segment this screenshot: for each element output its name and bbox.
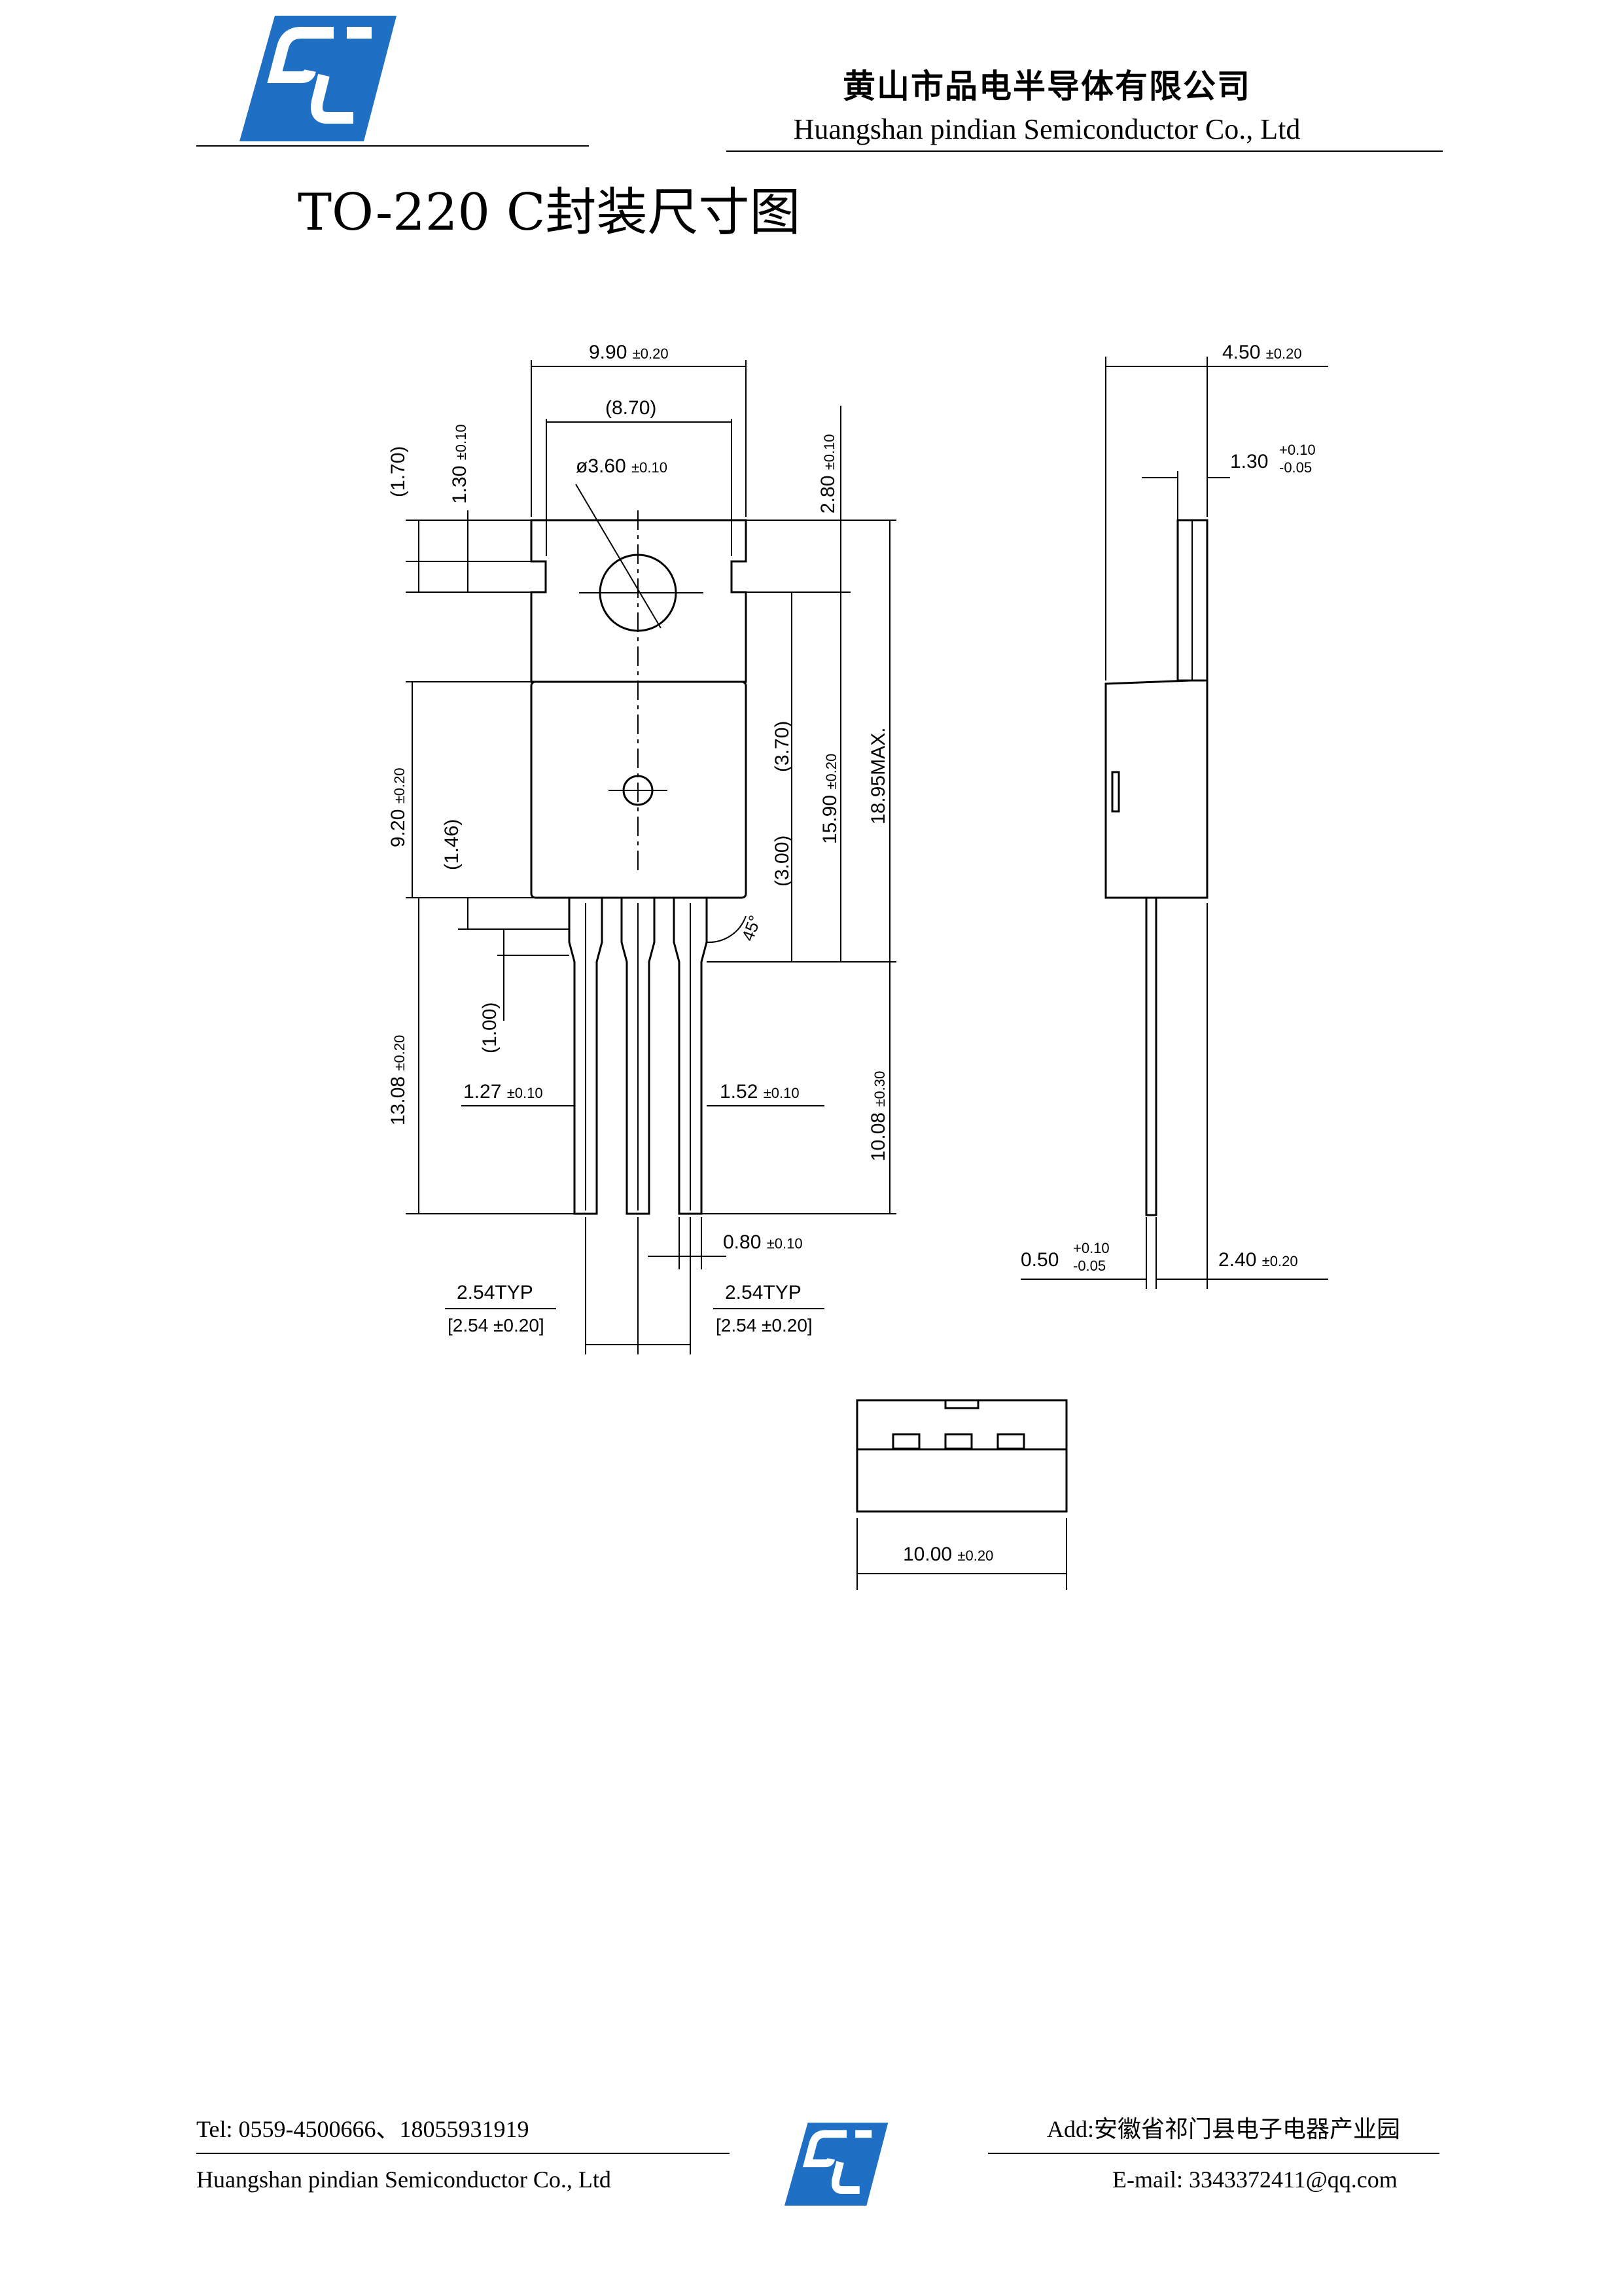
dim-lead-total: 10.08 ±0.30 (868, 1071, 889, 1161)
dim-lead-side-thickness: 0.50 (1021, 1249, 1059, 1271)
dim-body-height: 15.90 ±0.20 (819, 754, 841, 844)
dim-tab-thickness-minus: -0.05 (1279, 459, 1312, 476)
dim-lower-ref: (3.00) (771, 836, 793, 887)
dim-lead-side-plus: +0.10 (1073, 1240, 1110, 1256)
dim-lead-length: 13.08 ±0.20 (387, 1035, 409, 1125)
dim-angle: 45° (737, 913, 765, 944)
dim-bottom-width: 10.00 ±0.20 (903, 1544, 993, 1565)
company-logo (239, 16, 397, 141)
footer-rule-right (988, 2153, 1439, 2154)
dim-mold-height: 9.20 ±0.20 (387, 768, 409, 847)
footer-tel: Tel: 0559-4500666、18055931919 (196, 2116, 529, 2142)
footer-rule-left (196, 2153, 730, 2154)
dim-pitch-left: 2.54TYP (457, 1282, 533, 1303)
header-rule-left (196, 145, 589, 147)
side-view-dims (1021, 357, 1328, 1289)
footer-email: E-mail: 3343372411@qq.com (1112, 2166, 1398, 2193)
dim-body-width: 9.90 ±0.20 (589, 342, 669, 363)
header-company-en: Huangshan pindian Semiconductor Co., Ltd (793, 113, 1301, 145)
dim-lead-width-2: 1.52 ±0.10 (720, 1081, 800, 1103)
footer-logo (784, 2123, 889, 2206)
dim-notch-height: 1.30 ±0.10 (449, 424, 470, 504)
header-company-cn: 黄山市品电半导体有限公司 (843, 67, 1251, 105)
dim-top-ref: (1.70) (387, 446, 409, 497)
dim-lead-shoulder: (1.46) (441, 819, 463, 870)
dim-hole-top: 2.80 ±0.10 (817, 434, 839, 514)
dim-hole-diameter: ø3.60 ±0.10 (576, 455, 667, 477)
dim-lead-thickness: 0.80 ±0.10 (723, 1231, 803, 1253)
page-title: TO-220 C封装尺寸图 (298, 183, 801, 242)
dim-pitch-left-tol: [2.54 ±0.20] (448, 1315, 544, 1335)
dim-hole-to-body: (3.70) (771, 721, 793, 772)
dim-lead-width-1: 1.27 ±0.10 (463, 1081, 543, 1103)
bottom-view-dims (856, 1518, 1067, 1590)
package-drawing: 9.90 ±0.20 (8.70) ø3.60 ±0.10 1.27 ±0.10… (387, 342, 1328, 1590)
dim-pitch-right: 2.54TYP (725, 1282, 802, 1303)
side-view (1104, 519, 1208, 1216)
dim-pitch-right-tol: [2.54 ±0.20] (716, 1315, 813, 1335)
dim-tab-thickness-plus: +0.10 (1279, 442, 1316, 458)
dim-max-height: 18.95MAX. (868, 728, 889, 824)
dim-lead-offset: 2.40 ±0.20 (1218, 1249, 1298, 1271)
footer-company-en: Huangshan pindian Semiconductor Co., Ltd (196, 2166, 611, 2193)
header-rule-right (726, 150, 1443, 152)
front-view (530, 510, 747, 1215)
dim-tab-thickness: 1.30 (1230, 451, 1268, 472)
dim-lead-side-minus: -0.05 (1073, 1258, 1106, 1274)
dim-side-width: 4.50 ±0.20 (1222, 342, 1302, 363)
dimension-lines (406, 360, 896, 1354)
dim-lead-step: (1.00) (479, 1002, 501, 1053)
dim-inner-width: (8.70) (605, 397, 656, 419)
footer-address: Add:安徽省祁门县电子电器产业园 (1047, 2116, 1401, 2142)
bottom-view (856, 1399, 1068, 1513)
